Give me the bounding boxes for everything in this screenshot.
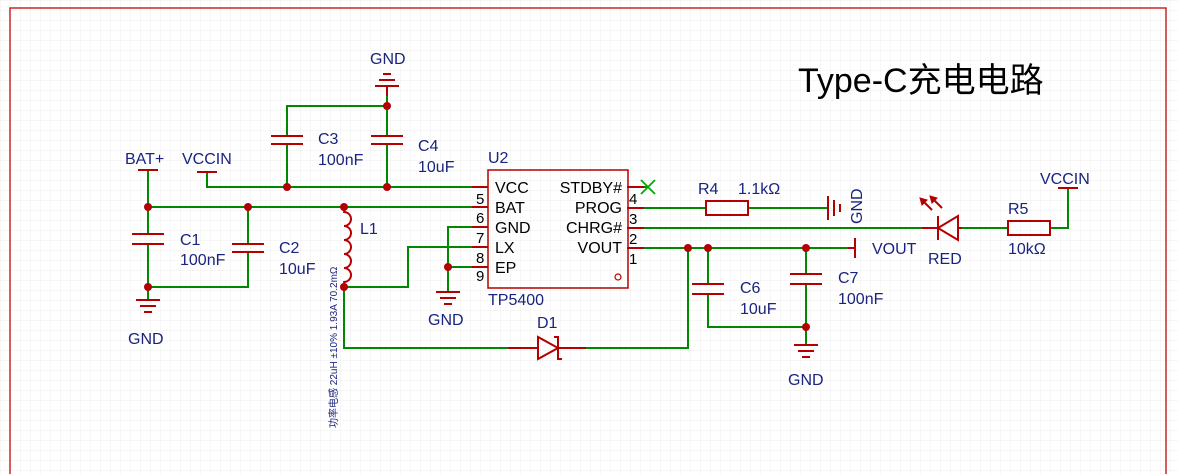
c7-ref: C7 (838, 270, 859, 287)
r5-value: 10kΩ (1008, 241, 1046, 258)
gnd-symbol-c1: GND (128, 299, 164, 348)
vout-net-label: VOUT (872, 241, 917, 258)
c4-ref: C4 (418, 138, 439, 155)
capacitor-c3: C3 100nF (271, 131, 364, 169)
pin-num-7: 7 (476, 230, 484, 247)
gnd-c1-label: GND (128, 331, 164, 348)
c4-value: 10uF (418, 159, 455, 176)
r5-ref: R5 (1008, 201, 1029, 218)
no-connect-icon (640, 179, 656, 195)
bat-port: BAT+ (125, 151, 164, 171)
pin-name-vcc: VCC (495, 180, 529, 197)
gnd-symbol-top: GND (370, 51, 406, 96)
gnd-c6c7-label: GND (788, 372, 824, 389)
capacitor-c2: C2 10uF (232, 240, 316, 278)
diode-d1: D1 (508, 315, 586, 361)
u2-ref: U2 (488, 150, 509, 167)
capacitor-c6: C6 10uF (692, 280, 777, 318)
gnd-ic-label: GND (428, 312, 464, 329)
capacitor-c4: C4 10uF (371, 135, 455, 176)
pin-name-prog: PROG (575, 200, 622, 217)
pin-num-5: 5 (476, 191, 484, 208)
junctions (144, 102, 810, 331)
pin-num-2: 2 (629, 231, 637, 248)
pin-name-gnd: GND (495, 220, 531, 237)
gnd-r4-label: GND (849, 188, 866, 224)
pin-num-4: 4 (629, 191, 637, 208)
l1-value: 功率电感 22uH ±10% 1.93A 70.2mΩ (327, 266, 340, 428)
resistor-r5: R5 10kΩ (1007, 201, 1051, 258)
gnd-symbol-ic: GND (428, 291, 464, 329)
pin-name-chrg: CHRG# (566, 220, 622, 237)
pin-num-3: 3 (629, 211, 637, 228)
vccin-left-label: VCCIN (182, 151, 232, 168)
pin-num-9: 9 (476, 268, 484, 285)
gnd-top-label: GND (370, 51, 406, 68)
c3-value: 100nF (318, 152, 364, 169)
inductor-l1: L1 功率电感 22uH ±10% 1.93A 70.2mΩ (327, 211, 378, 428)
gnd-symbol-r4: GND (827, 188, 866, 224)
c2-ref: C2 (279, 240, 300, 257)
c2-value: 10uF (279, 261, 316, 278)
vccin-port-left: VCCIN (182, 151, 232, 173)
ic-u2: U2 TP5400 VCC BAT GND LX EP 5 6 7 8 9 ST… (472, 150, 644, 309)
vout-port: VOUT (848, 238, 917, 258)
c6-ref: C6 (740, 280, 761, 297)
pin-num-6: 6 (476, 210, 484, 227)
sheet-title: Type-C充电电路 (798, 62, 1044, 100)
c1-ref: C1 (180, 232, 201, 249)
vccin-port-right: VCCIN (1040, 171, 1090, 189)
d1-ref: D1 (537, 315, 558, 332)
c1-value: 100nF (180, 252, 226, 269)
led-red: RED (919, 195, 962, 268)
capacitor-c1: C1 100nF (132, 232, 226, 269)
pin-name-ep: EP (495, 260, 516, 277)
gnd-symbol-c6c7: GND (788, 344, 824, 389)
vccin-right-label: VCCIN (1040, 171, 1090, 188)
pin-name-bat: BAT (495, 200, 525, 217)
pin-num-8: 8 (476, 250, 484, 267)
pin-name-stdby: STDBY# (560, 180, 622, 197)
u2-part: TP5400 (488, 292, 544, 309)
l1-ref: L1 (360, 221, 378, 238)
led-value: RED (928, 251, 962, 268)
c3-ref: C3 (318, 131, 339, 148)
pin-name-lx: LX (495, 240, 515, 257)
c7-value: 100nF (838, 291, 884, 308)
capacitor-c7: C7 100nF (790, 270, 884, 308)
c6-value: 10uF (740, 301, 777, 318)
pin-num-1: 1 (629, 251, 637, 268)
r4-value: 1.1kΩ (738, 181, 780, 198)
resistor-r4: R4 1.1kΩ (698, 181, 780, 216)
pin-name-vout: VOUT (578, 240, 623, 257)
r4-ref: R4 (698, 181, 719, 198)
sheet-frame (9, 7, 1167, 474)
bat-net-label: BAT+ (125, 151, 164, 168)
